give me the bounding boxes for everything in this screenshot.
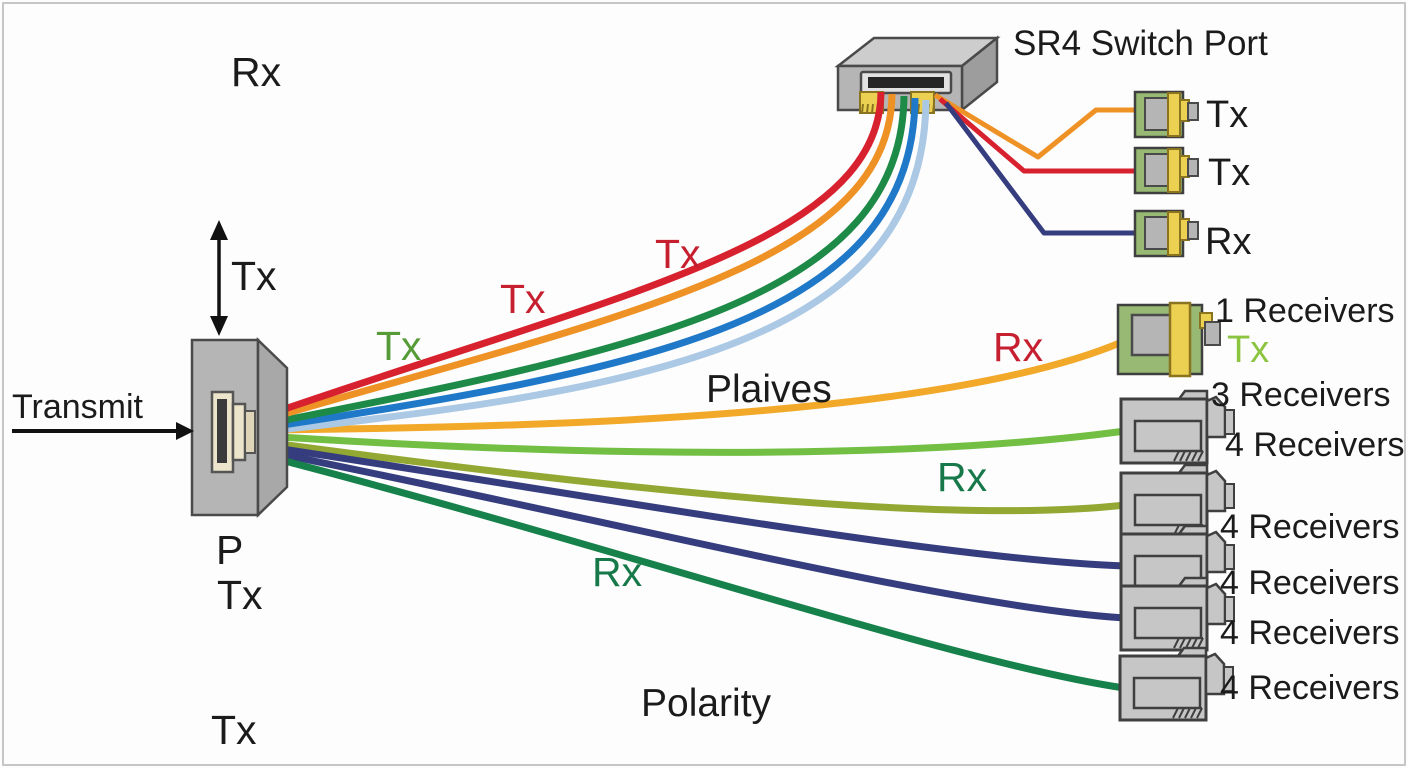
fiber-cable-green — [249, 95, 908, 431]
label-port-rx: Rx — [1205, 221, 1252, 263]
label-port-tx-1: Tx — [1206, 94, 1249, 136]
label-tx-below-p: Tx — [217, 572, 263, 618]
label-port-tx-2: Tx — [1208, 152, 1251, 194]
port-wire-navy — [944, 101, 1141, 236]
label-tx-updown: Tx — [231, 253, 277, 299]
receiver-plug-1 — [1119, 389, 1235, 465]
fiber-cable-olive — [249, 436, 1126, 515]
label-rx-green-upper: Rx — [937, 454, 988, 500]
label-receivers-4a: 4 Receivers — [1225, 426, 1405, 464]
label-receiver-tx: Tx — [1227, 329, 1270, 371]
label-p-connector: P — [216, 527, 244, 573]
label-tx-red-upper: Tx — [655, 231, 701, 277]
transmit-connector — [190, 337, 289, 518]
fiber-cable-light-green — [249, 427, 1126, 456]
label-plaives: Plaives — [706, 368, 832, 411]
transmit-connector-bevel — [256, 337, 289, 518]
fiber-cable-orange — [249, 93, 896, 428]
port-wire-orange — [933, 92, 1141, 160]
fiber-cable-blue — [249, 97, 919, 434]
updown-arrow — [210, 220, 228, 336]
label-receivers-1: 1 Receivers — [1215, 292, 1395, 330]
label-rx-green-lower: Rx — [592, 549, 643, 595]
transmit-ferrule-step2 — [244, 410, 256, 454]
label-tx-green-fan: Tx — [376, 323, 422, 369]
label-rx-top: Rx — [231, 49, 282, 95]
label-receivers-4c: 4 Receivers — [1220, 564, 1400, 602]
label-transmit: Transmit — [12, 388, 143, 426]
receiver-plug-4 — [1119, 576, 1235, 652]
label-tx-bottom-left: Tx — [211, 707, 257, 753]
transmit-ferrule-slot — [217, 399, 227, 463]
fiber-cable-navy-1 — [249, 440, 1126, 570]
receiver-jack-green — [1116, 301, 1221, 378]
receiver-plug-2 — [1119, 463, 1235, 539]
label-receivers-4b: 4 Receivers — [1220, 508, 1400, 546]
transmit-ferrule-step1 — [231, 402, 247, 462]
port-wire-red — [938, 97, 1141, 174]
label-tx-red-mid: Tx — [500, 276, 546, 322]
transmit-arrow — [12, 422, 194, 440]
fiber-cable-navy-2 — [249, 444, 1126, 622]
label-rx-red: Rx — [993, 324, 1044, 370]
fiber-cable-light-blue — [249, 99, 930, 437]
label-receivers-3: 3 Receivers — [1211, 376, 1391, 414]
fiber-cable-red — [248, 91, 885, 425]
switch-slot — [868, 77, 944, 88]
port-jack-tx-1 — [1133, 90, 1199, 139]
port-jack-rx — [1133, 209, 1199, 258]
label-polarity: Polarity — [641, 682, 772, 725]
fiber-cable-gold — [249, 338, 1124, 434]
label-receivers-4d: 4 Receivers — [1220, 614, 1400, 652]
label-receivers-4e: 4 Receivers — [1220, 669, 1400, 707]
receiver-plug-5 — [1118, 646, 1234, 722]
fiber-cable-dark-green — [249, 448, 1125, 692]
label-sr4-switch-port: SR4 Switch Port — [1013, 24, 1268, 63]
port-jack-tx-2 — [1133, 146, 1199, 195]
